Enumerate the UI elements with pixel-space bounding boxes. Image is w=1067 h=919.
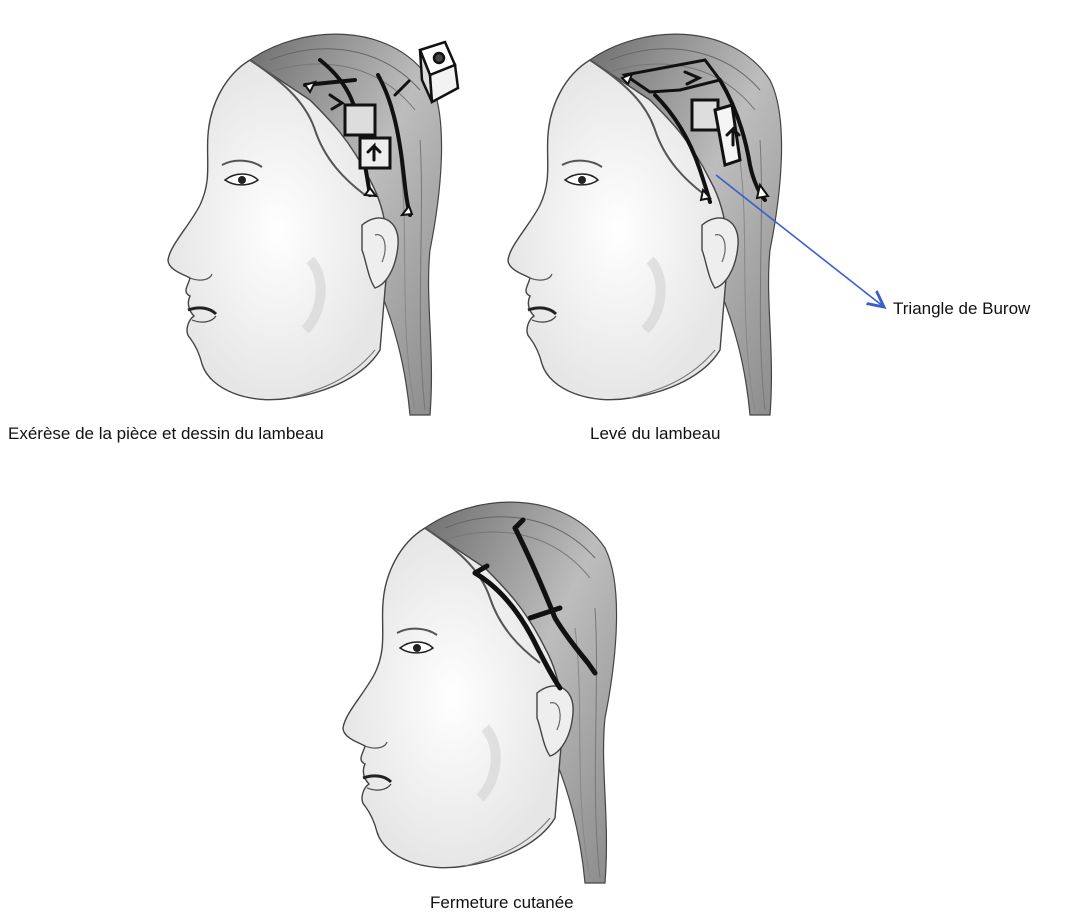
caption-step-3: Fermeture cutanée xyxy=(430,893,574,913)
head-illustration-closure xyxy=(305,488,655,888)
caption-step-1: Exérèse de la pièce et dessin du lambeau xyxy=(8,424,324,444)
caption-step-2: Levé du lambeau xyxy=(590,424,720,444)
burow-triangle-label: Triangle de Burow xyxy=(893,299,1030,319)
